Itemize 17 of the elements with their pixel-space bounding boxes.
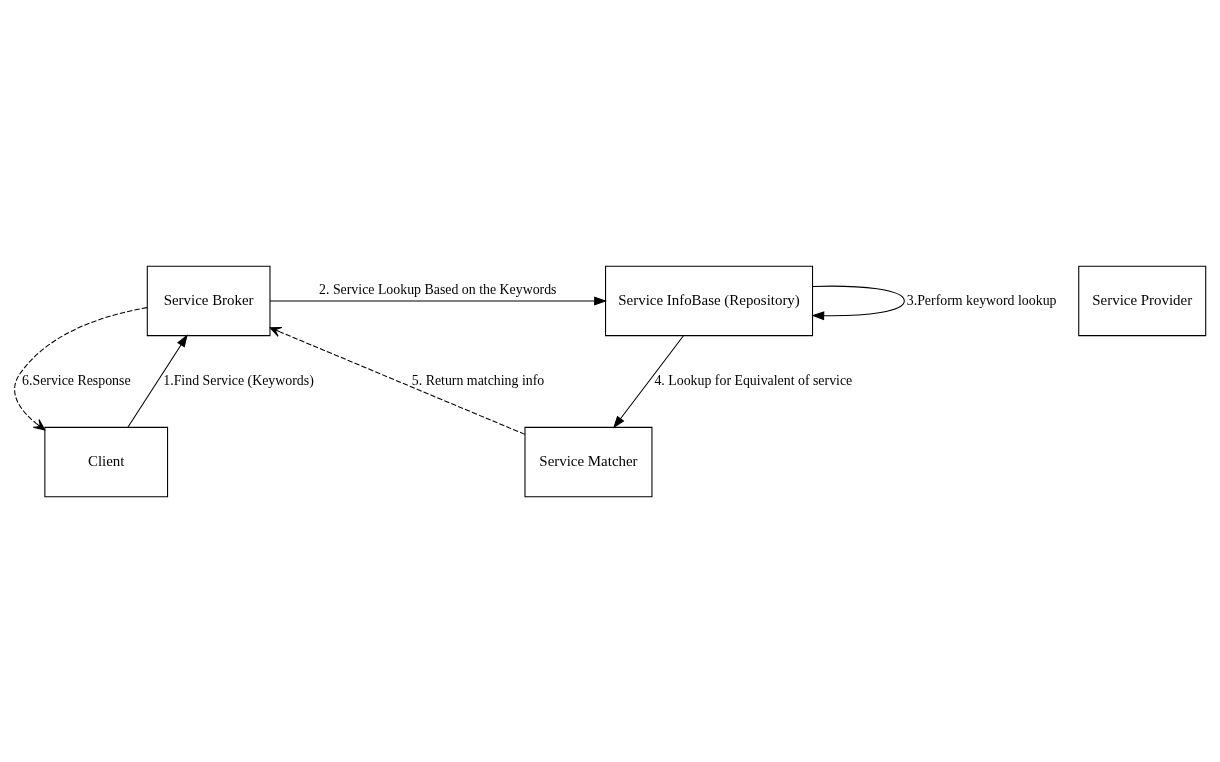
- edge-label: 2. Service Lookup Based on the Keywords: [319, 281, 557, 297]
- node-box: Service InfoBase (Repository): [605, 265, 814, 336]
- edge-label: 6.Service Response: [22, 372, 131, 388]
- edge-label: 3.Perform keyword lookup: [906, 292, 1057, 308]
- arrow: [14, 306, 148, 430]
- edge-label: 4. Lookup for Equivalent of service: [654, 372, 853, 388]
- node-box: Service Provider: [1078, 265, 1207, 336]
- arrow: [613, 334, 684, 429]
- arrow: [811, 285, 905, 320]
- node-box: Service Matcher: [524, 426, 653, 497]
- edge-label: 5. Return matching info: [411, 372, 545, 388]
- edge-label: 1.Find Service (Keywords): [163, 372, 314, 388]
- arrow: [269, 326, 526, 435]
- node-box: Service Broker: [146, 265, 271, 336]
- arrow: [269, 295, 607, 305]
- node-box: Client: [44, 426, 169, 497]
- arrow: [127, 333, 188, 428]
